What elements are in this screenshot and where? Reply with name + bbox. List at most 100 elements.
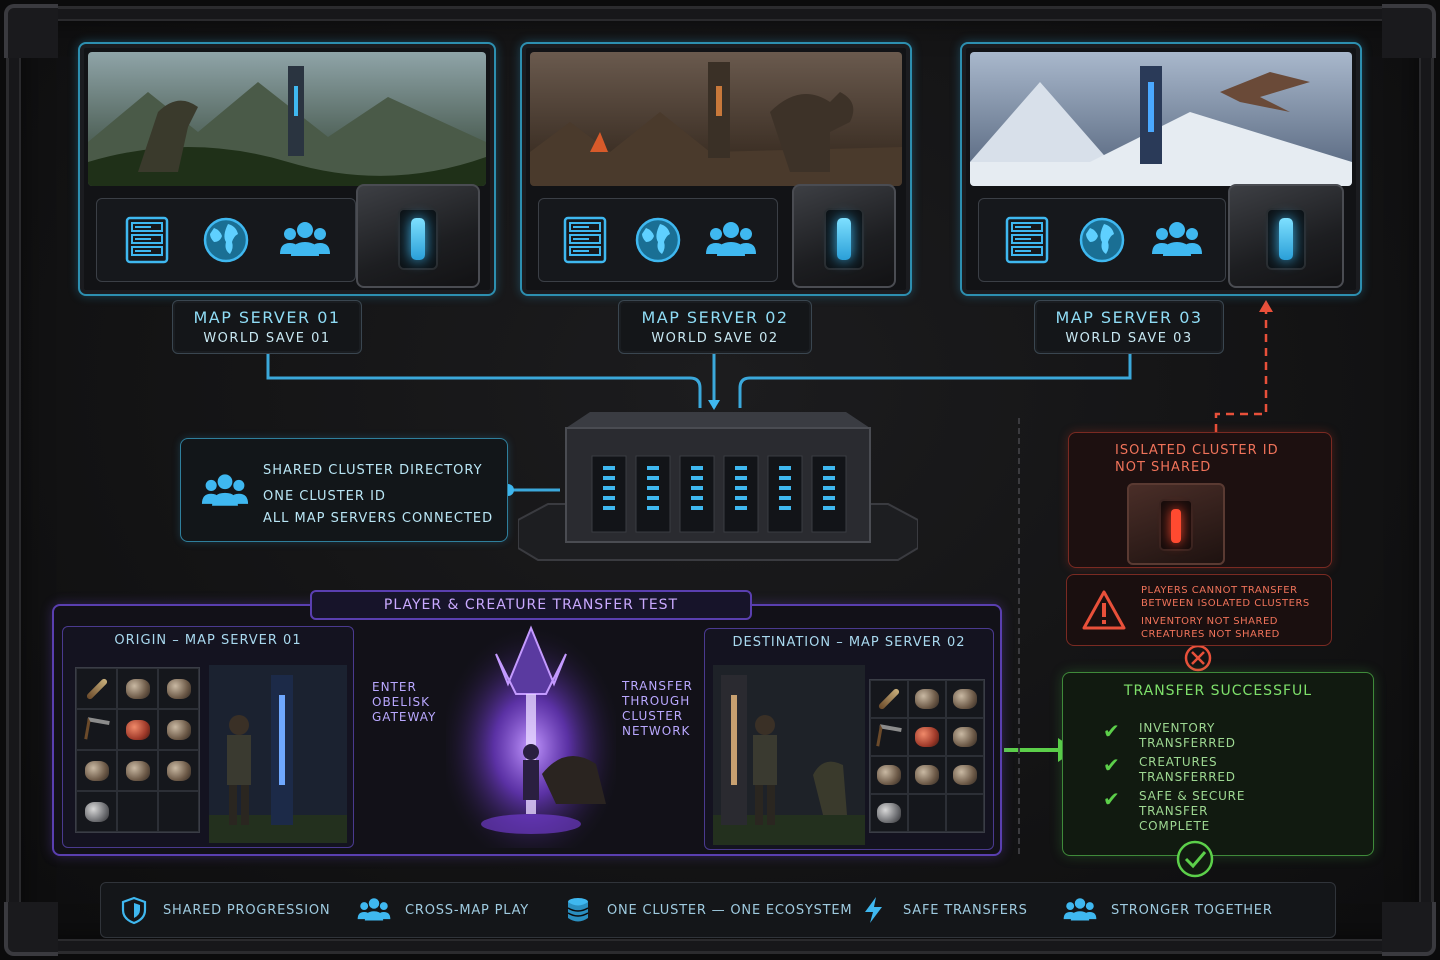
- success-text: CREATURES: [1139, 755, 1218, 769]
- map-name: MAP SERVER 01: [193, 308, 341, 327]
- frame-corner: [4, 902, 58, 956]
- warning-icon: [1082, 590, 1126, 630]
- origin-panel: ORIGIN – MAP SERVER 01: [62, 626, 354, 848]
- armor-icon: [953, 727, 977, 747]
- cluster-server-icon: [518, 412, 918, 561]
- map-icon-strip: [538, 198, 778, 282]
- meat-icon: [125, 719, 150, 740]
- map-name: MAP SERVER 02: [641, 308, 789, 327]
- check-icon: ✔: [1103, 719, 1120, 743]
- players-icon: [1063, 893, 1097, 927]
- meat-icon: [915, 727, 939, 747]
- directory-cluster-id: ONE CLUSTER ID: [263, 489, 386, 504]
- step-text-line: ENTER: [372, 680, 417, 694]
- helmet-icon: [125, 678, 150, 699]
- frame-corner: [4, 4, 58, 58]
- volcanic-scene-image: [530, 52, 902, 186]
- survivor-at-obelisk-image: [209, 665, 347, 843]
- gauntlet-icon: [84, 760, 109, 781]
- lightning-icon: [859, 895, 889, 925]
- feature-label: SHARED PROGRESSION: [163, 902, 331, 918]
- pickaxe-icon: [83, 716, 110, 743]
- warning-line: INVENTORY NOT SHARED: [1141, 616, 1278, 627]
- map-panel-02[interactable]: [520, 42, 912, 296]
- step-text-line: OBELISK: [372, 695, 430, 709]
- map-save: WORLD SAVE 03: [1065, 331, 1193, 346]
- map-save: WORLD SAVE 02: [651, 331, 779, 346]
- success-text: TRANSFER: [1139, 804, 1209, 818]
- feature-stronger-together: STRONGER TOGETHER: [1063, 893, 1273, 927]
- server-rack-icon: [121, 214, 173, 266]
- data-crate: [1228, 184, 1344, 288]
- section-divider: [1018, 418, 1020, 854]
- globe-icon: [200, 214, 252, 266]
- feature-label: CROSS-MAP PLAY: [405, 902, 530, 918]
- feature-label: SAFE TRANSFERS: [903, 902, 1028, 918]
- chestplate-icon: [953, 689, 977, 709]
- data-crate: [792, 184, 896, 288]
- shared-directory-box: SHARED CLUSTER DIRECTORY ONE CLUSTER ID …: [180, 438, 508, 542]
- map-label-02: MAP SERVER 02 WORLD SAVE 02: [618, 300, 812, 354]
- map-panel-03[interactable]: [960, 42, 1362, 296]
- jungle-scene-image: [88, 52, 486, 186]
- stone-icon: [84, 801, 109, 822]
- globe-icon: [1076, 214, 1128, 266]
- shield-icon: [119, 895, 149, 925]
- leggings-icon: [953, 765, 977, 785]
- server-rack-icon: [1001, 214, 1053, 266]
- step-text-line: TRANSFER: [622, 679, 693, 693]
- success-text: TRANSFERRED: [1139, 736, 1236, 750]
- database-icon: [563, 895, 593, 925]
- server-rack-icon: [559, 214, 611, 266]
- obelisk-gateway-image: [446, 624, 616, 848]
- data-crate: [356, 184, 480, 288]
- destination-title: DESTINATION – MAP SERVER 02: [732, 635, 966, 650]
- feature-cross-map-play: CROSS-MAP PLAY: [357, 893, 529, 927]
- feature-shared-progression: SHARED PROGRESSION: [119, 895, 330, 925]
- check-icon: ✔: [1103, 753, 1120, 777]
- step-enter-obelisk: ENTER OBELISK GATEWAY: [372, 680, 436, 725]
- success-text: TRANSFERRED: [1139, 770, 1236, 784]
- isolation-warning-box: PLAYERS CANNOT TRANSFER BETWEEN ISOLATED…: [1066, 574, 1332, 646]
- isolated-subtitle: NOT SHARED: [1115, 460, 1212, 475]
- origin-inventory-grid: [75, 667, 200, 833]
- pickaxe-icon: [876, 724, 902, 750]
- isolated-crate: [1127, 483, 1225, 565]
- isolated-cluster-box: ISOLATED CLUSTER ID NOT SHARED: [1068, 432, 1332, 568]
- feature-bar: SHARED PROGRESSION CROSS-MAP PLAY ONE CL…: [100, 882, 1336, 938]
- feature-one-cluster: ONE CLUSTER — ONE ECOSYSTEM: [563, 895, 852, 925]
- feature-label: ONE CLUSTER — ONE ECOSYSTEM: [607, 902, 853, 918]
- step-text-line: THROUGH: [622, 694, 691, 708]
- destination-panel: DESTINATION – MAP SERVER 02: [704, 628, 994, 850]
- destination-inventory-grid: [869, 679, 985, 833]
- step-text-line: GATEWAY: [372, 710, 437, 724]
- success-text: COMPLETE: [1139, 819, 1210, 833]
- origin-title: ORIGIN – MAP SERVER 01: [114, 633, 302, 648]
- players-icon: [197, 467, 253, 515]
- success-title: TRANSFER SUCCESSFUL: [1123, 683, 1313, 699]
- players-icon: [705, 214, 757, 266]
- isolated-title: ISOLATED CLUSTER ID: [1115, 443, 1279, 458]
- map-panel-01[interactable]: [78, 42, 496, 296]
- step-transfer-network: TRANSFER THROUGH CLUSTER NETWORK: [622, 679, 693, 739]
- frame-corner: [1382, 4, 1436, 58]
- players-icon: [279, 214, 331, 266]
- warning-line: PLAYERS CANNOT TRANSFER: [1141, 585, 1298, 596]
- directory-title: SHARED CLUSTER DIRECTORY: [263, 463, 483, 478]
- warning-line: CREATURES NOT SHARED: [1141, 629, 1280, 640]
- warning-line: BETWEEN ISOLATED CLUSTERS: [1141, 598, 1310, 609]
- map-icon-strip: [978, 198, 1226, 282]
- check-icon: ✔: [1103, 787, 1120, 811]
- step-text-line: NETWORK: [622, 724, 691, 738]
- helmet-icon: [915, 689, 939, 709]
- transfer-test-title: PLAYER & CREATURE TRANSFER TEST: [310, 590, 752, 620]
- map-label-01: MAP SERVER 01 WORLD SAVE 01: [172, 300, 362, 354]
- success-text: SAFE & SECURE: [1139, 789, 1246, 803]
- boots-icon: [125, 760, 150, 781]
- stone-icon: [877, 803, 901, 823]
- boots-icon: [915, 765, 939, 785]
- snow-scene-image: [970, 52, 1352, 186]
- globe-icon: [632, 214, 684, 266]
